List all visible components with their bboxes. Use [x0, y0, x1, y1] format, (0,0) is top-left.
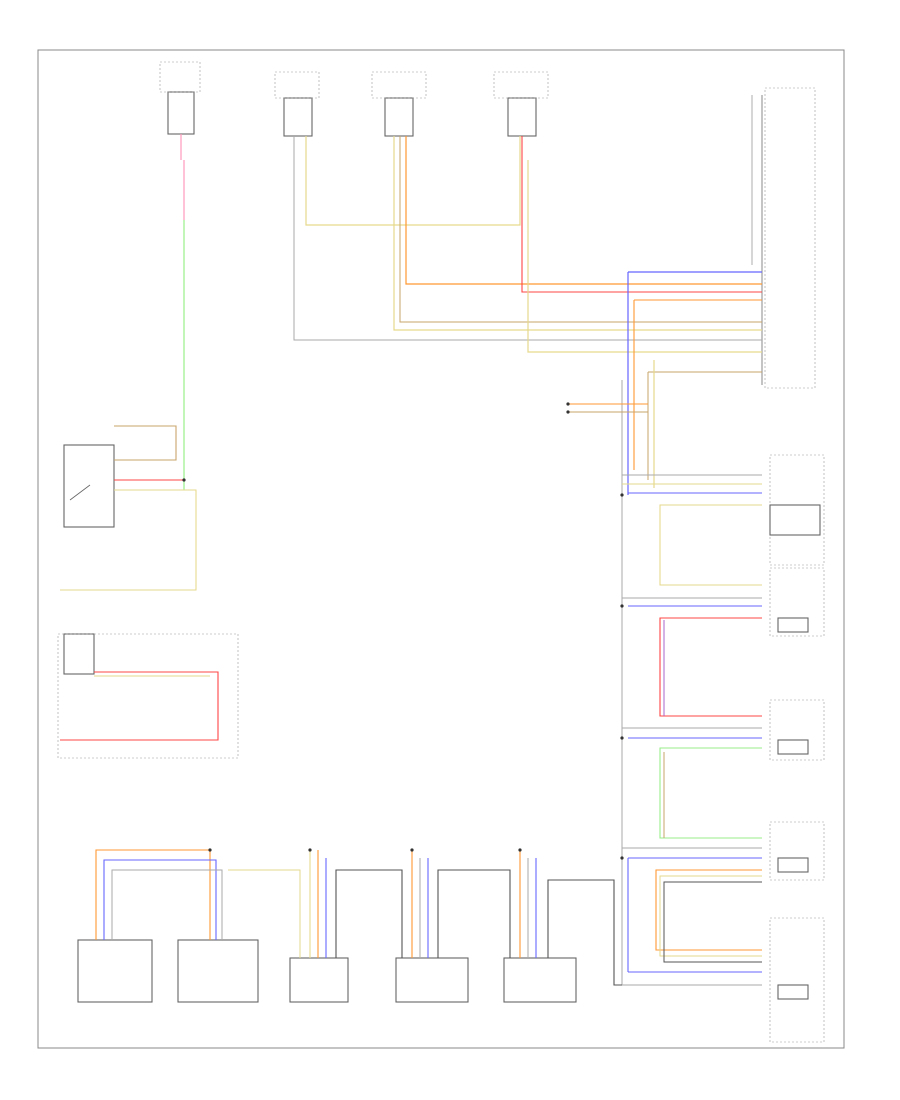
bottom-switch-4: [395, 957, 469, 1003]
top-switch-2: [371, 71, 427, 137]
wire-yellow-switch2: [393, 136, 762, 331]
wire-tan-left: [114, 425, 177, 461]
bottom-switch-1: [77, 939, 153, 1003]
left-switch-module: [63, 444, 115, 528]
top-switch-1: [274, 71, 320, 137]
diagram-border: [37, 49, 845, 1049]
top-switch-3: [493, 71, 549, 137]
left-lower-switch: [57, 633, 239, 759]
wire-red-switch3: [521, 136, 762, 293]
right-switch-4: [769, 821, 825, 881]
right-switch-1: [769, 454, 825, 566]
right-switch-5: [769, 917, 825, 1043]
wire-yellow-switch1: [305, 136, 521, 226]
bottom-switch-3: [289, 957, 349, 1003]
bottom-switch-5: [503, 957, 577, 1003]
wire-yellow-left: [60, 489, 197, 591]
right-switch-3: [769, 699, 825, 761]
bottom-switch-2: [177, 939, 259, 1003]
top-left-fuse-component: [159, 61, 201, 160]
right-switch-2: [769, 567, 825, 637]
wire-grey-switch1: [293, 136, 762, 341]
wire-orange-switch2: [405, 136, 762, 285]
wire-tan-switch2: [399, 136, 762, 323]
wire-yellow-switch3: [527, 160, 762, 353]
right-terminal-block: [751, 87, 816, 389]
wire-red-left-lower: [60, 671, 219, 741]
